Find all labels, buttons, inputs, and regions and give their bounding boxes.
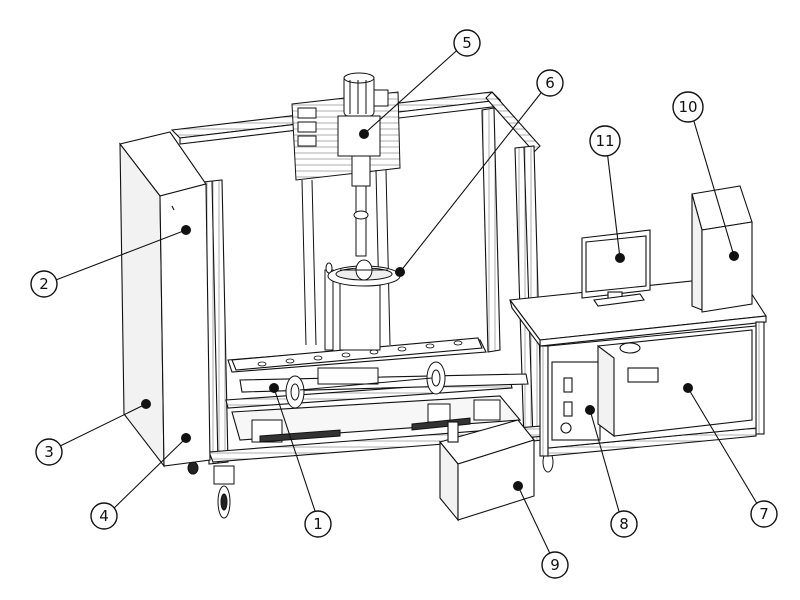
callout-3-label: 3 xyxy=(44,443,54,461)
callout-4-label: 4 xyxy=(99,507,109,525)
callout-11-label: 11 xyxy=(595,132,614,150)
callout-5-label: 5 xyxy=(462,34,472,52)
lift-column xyxy=(291,72,401,351)
callout-10-label: 10 xyxy=(678,98,697,116)
callout-2-label: 2 xyxy=(39,275,49,293)
callout-8: 8 xyxy=(610,510,638,538)
front-control-box xyxy=(439,419,535,522)
leader-points xyxy=(141,129,739,491)
beam-holes xyxy=(257,340,463,367)
callout-6: 6 xyxy=(536,69,564,97)
pc-tower xyxy=(691,185,753,313)
left-cabinet xyxy=(119,131,211,468)
callout-1-label: 1 xyxy=(313,515,323,533)
callout-7-label: 7 xyxy=(759,505,769,523)
callout-9: 9 xyxy=(541,551,569,579)
spin-disc xyxy=(327,259,401,287)
callout-7: 7 xyxy=(750,500,778,528)
callout-2: 2 xyxy=(30,270,58,298)
callout-8-label: 8 xyxy=(619,515,629,533)
callout-11: 11 xyxy=(589,125,621,157)
callout-1: 1 xyxy=(304,510,332,538)
callout-9-label: 9 xyxy=(550,556,560,574)
monitor xyxy=(581,229,651,307)
callout-10: 10 xyxy=(672,91,704,123)
callout-3: 3 xyxy=(35,438,63,466)
callout-5: 5 xyxy=(453,29,481,57)
callout-6-label: 6 xyxy=(545,74,555,92)
workbench xyxy=(508,275,767,457)
callout-4: 4 xyxy=(90,502,118,530)
rail-wheel-assembly xyxy=(251,361,501,443)
leader-lines xyxy=(47,43,763,563)
